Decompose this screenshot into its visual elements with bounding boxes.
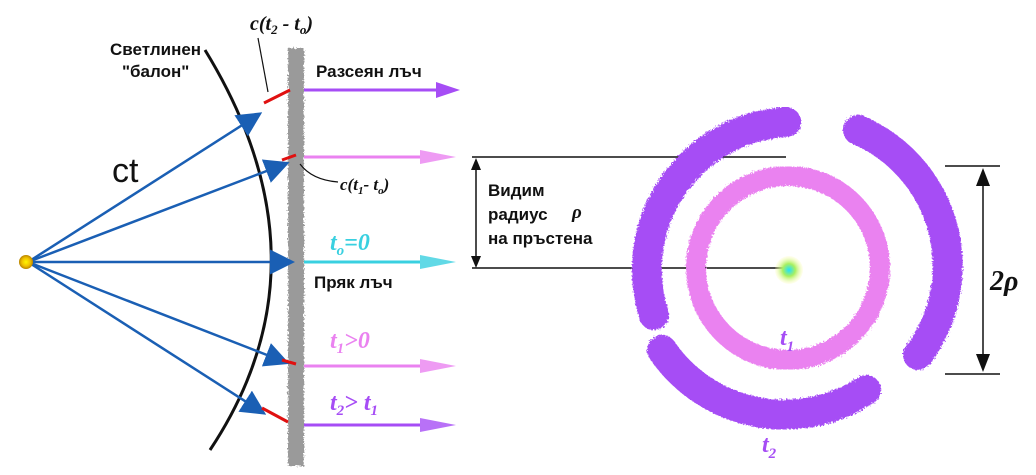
delay-mid-label: c(t1- to) [340,175,389,197]
light-balloon-label-1: Светлинен [110,40,201,59]
t2-arc-upper-left [631,107,801,330]
ring-center-glow [775,256,803,284]
visible-radius-label-2: радиус [488,205,548,224]
delay-mid-leader [299,163,339,183]
delay-markers [261,88,297,424]
ray-up-2 [27,112,263,264]
visible-radius-label-3: на пръстена [488,229,593,248]
scattered-ray-label: Разсеян лъч [316,62,422,81]
t1-lower-ray-head [420,359,456,373]
two-rho-bracket [945,165,1000,375]
direct-rays [27,112,295,415]
delay-marker-top [263,88,291,105]
light-balloon-arc [203,49,273,451]
outgoing-rays [304,82,460,432]
delay-marker-mid [281,153,297,162]
t0-label: to=0 [330,230,370,259]
delay-top-label: c(t2 - to) [250,13,313,37]
visible-radius-label-1: Видим [488,181,545,200]
scattered-ray-head [436,82,460,98]
ray-down-2 [27,260,267,415]
t2-arc-bottom [647,335,881,430]
ring-t1-label: t1 [780,325,794,355]
visible-radius-bracket [471,156,790,269]
ray-down-1 [27,260,290,367]
t1-condition-label: t1>0 [330,328,370,357]
t1-upper-ray-head [420,150,456,164]
star-source [19,255,33,269]
delay-marker-bottom [261,406,289,424]
t2-condition-label: t2> t1 [330,390,378,419]
t2-lower-ray-head [420,418,456,432]
delay-marker-low [281,358,297,366]
ray-up-1 [27,159,290,264]
t2-ring [631,107,963,430]
dust-wall [288,48,304,466]
ct-label: ct [112,152,139,190]
ring-t2-label: t2 [762,432,777,462]
direct-ray-head [420,255,456,269]
light-balloon-label-2: "балон" [122,62,189,81]
direct-ray-label: Пряк лъч [314,273,393,292]
delay-top-leader [257,37,269,93]
t2-arc-upper-right [843,115,963,370]
t1-ring [686,166,890,370]
rho-symbol: ρ [571,202,582,223]
two-rho-label: 2ρ [989,266,1018,297]
